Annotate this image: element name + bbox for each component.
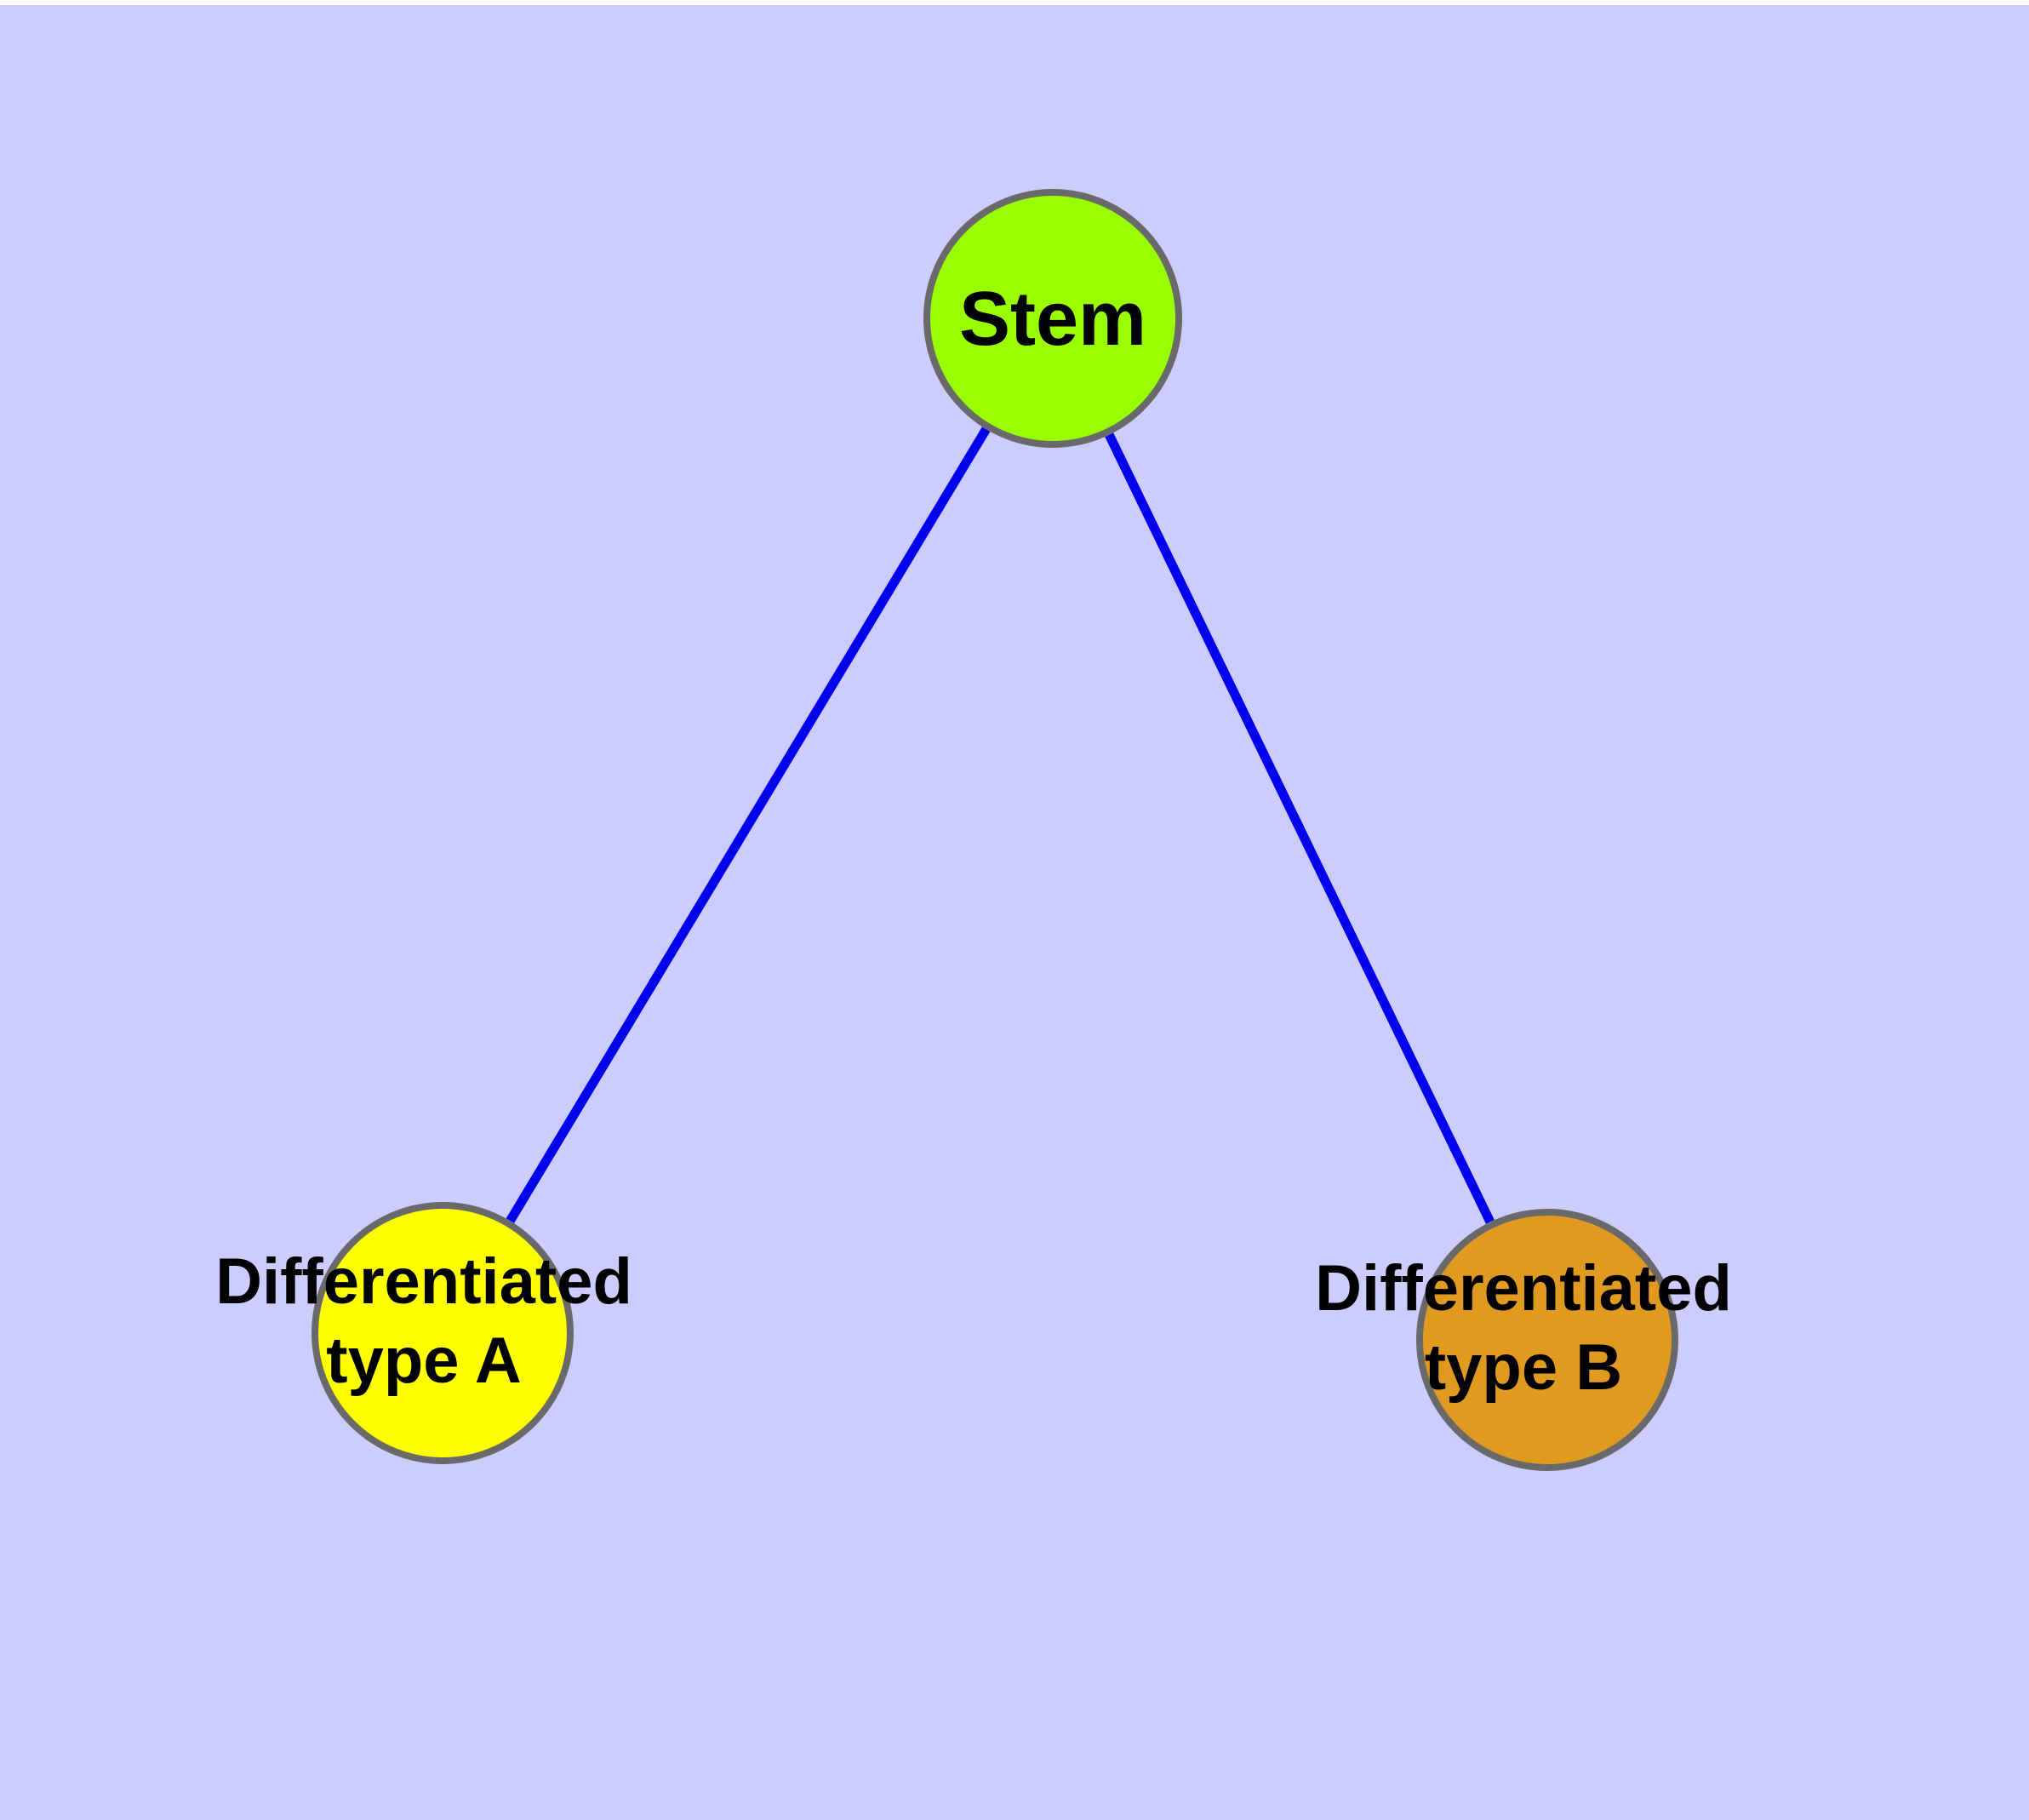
node-label-differentiated-type-b-line-2: type B [1425, 1331, 1622, 1404]
node-labels-layer: Stem Differentiated type A Differentiate… [215, 277, 1732, 1404]
edges-layer [506, 426, 1495, 1224]
node-label-stem: Stem [959, 277, 1146, 362]
edge-stem-to-differentiated-type-a[interactable] [506, 426, 991, 1223]
node-differentiated-type-a[interactable] [311, 1202, 574, 1464]
node-label-differentiated-type-b: Differentiated type B [1315, 1252, 1732, 1404]
node-stem[interactable] [923, 189, 1182, 448]
edge-stem-to-differentiated-type-b[interactable] [1105, 432, 1495, 1224]
node-label-differentiated-type-b-line-1: Differentiated [1315, 1252, 1732, 1325]
node-differentiated-type-b[interactable] [1416, 1209, 1678, 1471]
node-label-differentiated-type-a-line-1: Differentiated [215, 1245, 632, 1318]
node-label-differentiated-type-a: Differentiated type A [215, 1245, 632, 1397]
node-label-differentiated-type-a-line-2: type A [326, 1325, 521, 1397]
nodes-layer [311, 189, 1678, 1471]
